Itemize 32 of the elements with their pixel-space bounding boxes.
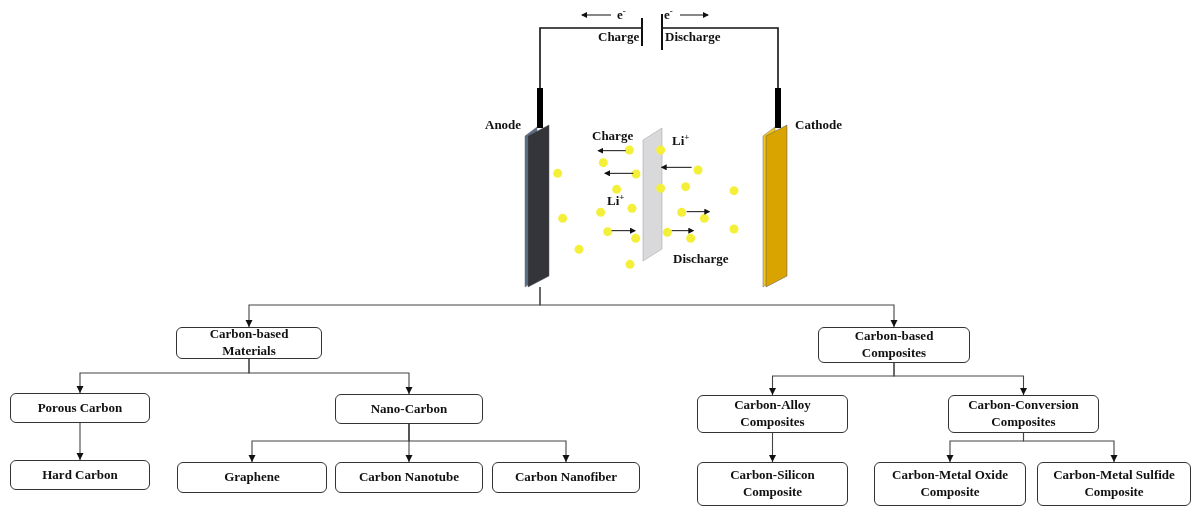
category-box: Hard Carbon [10, 460, 150, 490]
arrow [248, 358, 413, 395]
category-box: Carbon-Silicon Composite [697, 462, 848, 506]
category-box: Nano-Carbon [335, 394, 483, 424]
category-box: Carbon-Metal Oxide Composite [874, 462, 1026, 506]
category-box: Carbon-Metal Sulfide Composite [1037, 462, 1191, 506]
category-box: Carbon-Conversion Composites [948, 395, 1099, 433]
diagram-label: Charge [598, 29, 640, 45]
diagram-label: Li$^{+}$ [607, 192, 625, 210]
diagram-label: e$^{-}$ [617, 6, 626, 24]
category-box: Carbon Nanofiber [492, 462, 640, 493]
category-box: Carbon-Alloy Composites [697, 395, 848, 433]
category-box: Carbon-based Materials [176, 327, 322, 359]
wire [539, 27, 642, 89]
category-box: Carbon Nanotube [335, 462, 483, 493]
category-box: Graphene [177, 462, 327, 493]
arrow [76, 422, 84, 461]
diagram-label: Discharge [673, 251, 729, 267]
arrow [893, 362, 1027, 396]
wire [662, 27, 779, 89]
category-box: Carbon-based Composites [818, 327, 970, 363]
diagram-label: Discharge [665, 29, 721, 45]
electrode-label: Cathode [795, 117, 842, 133]
diagram-label: e$^{-}$ [664, 6, 673, 24]
category-box: Porous Carbon [10, 393, 150, 423]
arrow [1022, 432, 1118, 463]
electrode-label: Anode [485, 117, 522, 133]
diagram-label: Charge [592, 128, 634, 144]
diagram-label: Li$^{+}$ [672, 132, 690, 150]
arrow [769, 432, 776, 463]
arrow [408, 423, 570, 463]
arrow [539, 286, 898, 328]
